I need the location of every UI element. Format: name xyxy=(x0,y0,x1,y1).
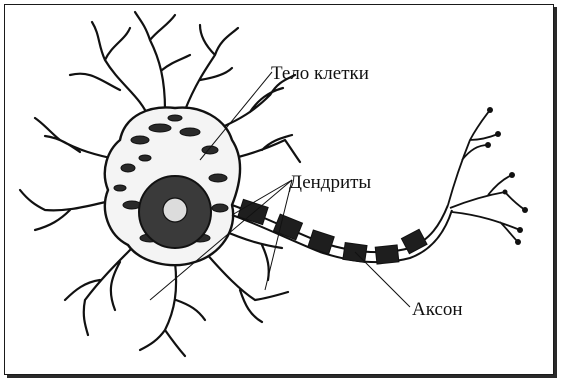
dendrites-label: Дендриты xyxy=(289,173,371,192)
cell-body-label: Тело клетки xyxy=(271,64,369,83)
axon-label: Аксон xyxy=(412,300,463,319)
nucleolus xyxy=(163,198,187,222)
